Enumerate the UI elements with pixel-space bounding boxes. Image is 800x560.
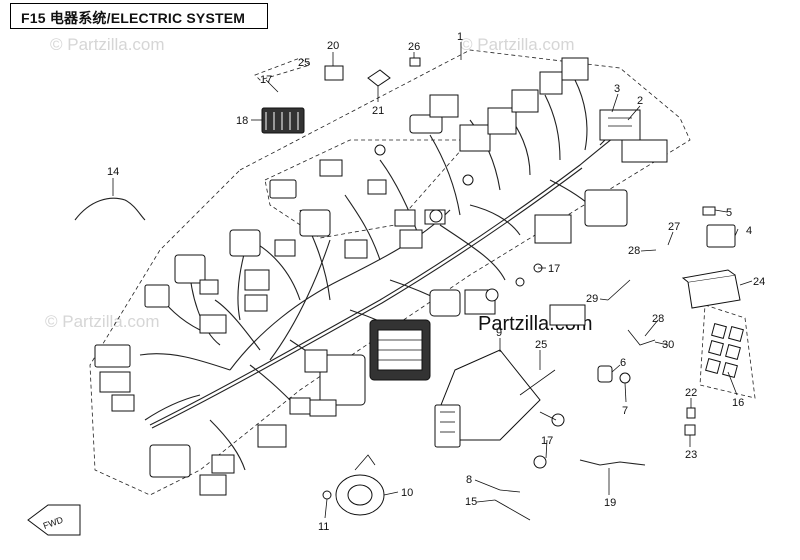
callout-28a: 28: [628, 245, 640, 257]
clip-26: [409, 57, 421, 67]
fwd-arrow: FWD: [27, 504, 81, 536]
callout-16: 16: [732, 397, 744, 409]
callout-11: 11: [318, 521, 329, 533]
callout-3: 3: [614, 83, 620, 95]
washer-7: [619, 372, 631, 384]
connector-20: [324, 65, 344, 81]
fuse-22: [686, 407, 696, 419]
callout-5: 5: [726, 207, 732, 219]
callout-15: 15: [465, 496, 477, 508]
callout-17c: 17: [541, 435, 553, 447]
fuse-relay-block: [369, 319, 431, 381]
sensor-cable-14: [74, 197, 146, 221]
callout-25b: 25: [298, 57, 310, 69]
cable-19: [579, 459, 646, 466]
callout-9: 9: [496, 327, 502, 339]
callout-22: 22: [685, 387, 697, 399]
callout-17b: 17: [548, 263, 560, 275]
title-box: F15 电器系统/ELECTRIC SYSTEM: [10, 3, 268, 29]
strap-29: [607, 279, 631, 301]
harness-boundary: [89, 49, 691, 496]
callout-14: 14: [107, 166, 119, 178]
horn-10: [335, 454, 385, 516]
relay-assembly: [599, 109, 668, 163]
clamp-30: [627, 329, 656, 346]
callout-21: 21: [372, 105, 384, 117]
callout-1: 1: [457, 31, 463, 43]
screw-11: [322, 490, 332, 500]
callout-29: 29: [586, 293, 598, 305]
callout-8: 8: [466, 474, 472, 486]
callout-7: 7: [622, 405, 628, 417]
bolt-8: [499, 489, 521, 493]
relay-4: [706, 224, 736, 248]
bolt-17a: [551, 413, 565, 427]
callout-28b: 28: [652, 313, 664, 325]
clip-5: [702, 206, 716, 216]
wire-harness: [139, 79, 641, 471]
pads-16: [705, 323, 744, 378]
callout-27: 27: [668, 221, 680, 233]
fuse-23: [684, 424, 696, 436]
callout-24: 24: [753, 276, 765, 288]
watermark-1: © Partzilla.com: [50, 35, 165, 54]
bolt-25: [519, 369, 556, 396]
callout-23: 23: [685, 449, 697, 461]
leader-lines: [112, 42, 753, 519]
callout-20: 20: [327, 40, 339, 52]
callout-10: 10: [401, 487, 413, 499]
callout-18: 18: [236, 115, 248, 127]
sensor-6: [597, 365, 613, 383]
callout-19: 19: [604, 497, 616, 509]
callout-17a: 17: [260, 74, 272, 86]
connector-group-box: [264, 139, 471, 239]
callout-26: 26: [408, 41, 420, 53]
page-title: F15 电器系统/ELECTRIC SYSTEM: [21, 10, 246, 26]
part-16-box: [699, 304, 756, 399]
callout-25a: 25: [535, 339, 547, 351]
battery-24: [681, 269, 741, 309]
callout-2: 2: [637, 95, 643, 107]
ecu-9: [434, 349, 541, 448]
callout-6: 6: [620, 357, 626, 369]
harness-connectors: [94, 57, 628, 496]
watermark-2: © Partzilla.com: [460, 35, 575, 54]
relay-21: [367, 69, 391, 87]
bolt-17b: [533, 455, 547, 469]
regulator-18: [261, 107, 305, 134]
callouts: 1 2 3 4 5 6 7 8 9 10 11 14 15 16 17 17 1…: [107, 31, 765, 533]
part-25-box: [254, 57, 311, 81]
callout-4: 4: [746, 225, 752, 237]
tie-15: [494, 499, 531, 521]
watermark-3: © Partzilla.com: [45, 312, 160, 331]
callout-30: 30: [662, 339, 674, 351]
